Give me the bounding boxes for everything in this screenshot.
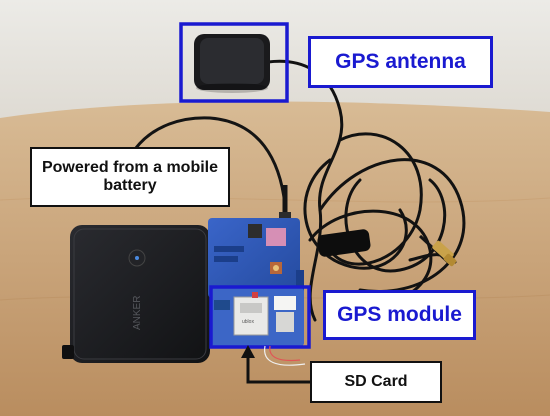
sd-card-arrow bbox=[241, 345, 310, 384]
mobile-battery: ANKER bbox=[62, 225, 210, 363]
gps-module-highlight-box bbox=[209, 285, 311, 349]
gps-module-board: ublox bbox=[212, 288, 304, 346]
battery-brand-text: ANKER bbox=[132, 296, 143, 330]
cable-strap bbox=[317, 229, 371, 257]
gps-module-label: GPS module bbox=[323, 290, 476, 340]
sma-connector bbox=[418, 234, 457, 267]
jumper-wire bbox=[264, 345, 306, 366]
sd-card-label: SD Card bbox=[310, 361, 442, 403]
gps-antenna-device bbox=[194, 34, 270, 93]
gps-antenna-label: GPS antenna bbox=[308, 36, 493, 88]
microcontroller-board bbox=[208, 218, 304, 298]
module-chip-text: ublox bbox=[242, 319, 254, 325]
powered-from-battery-label: Powered from a mobile battery bbox=[30, 147, 230, 207]
gps-antenna-highlight-box bbox=[179, 22, 289, 103]
jumper-wire bbox=[269, 345, 301, 362]
